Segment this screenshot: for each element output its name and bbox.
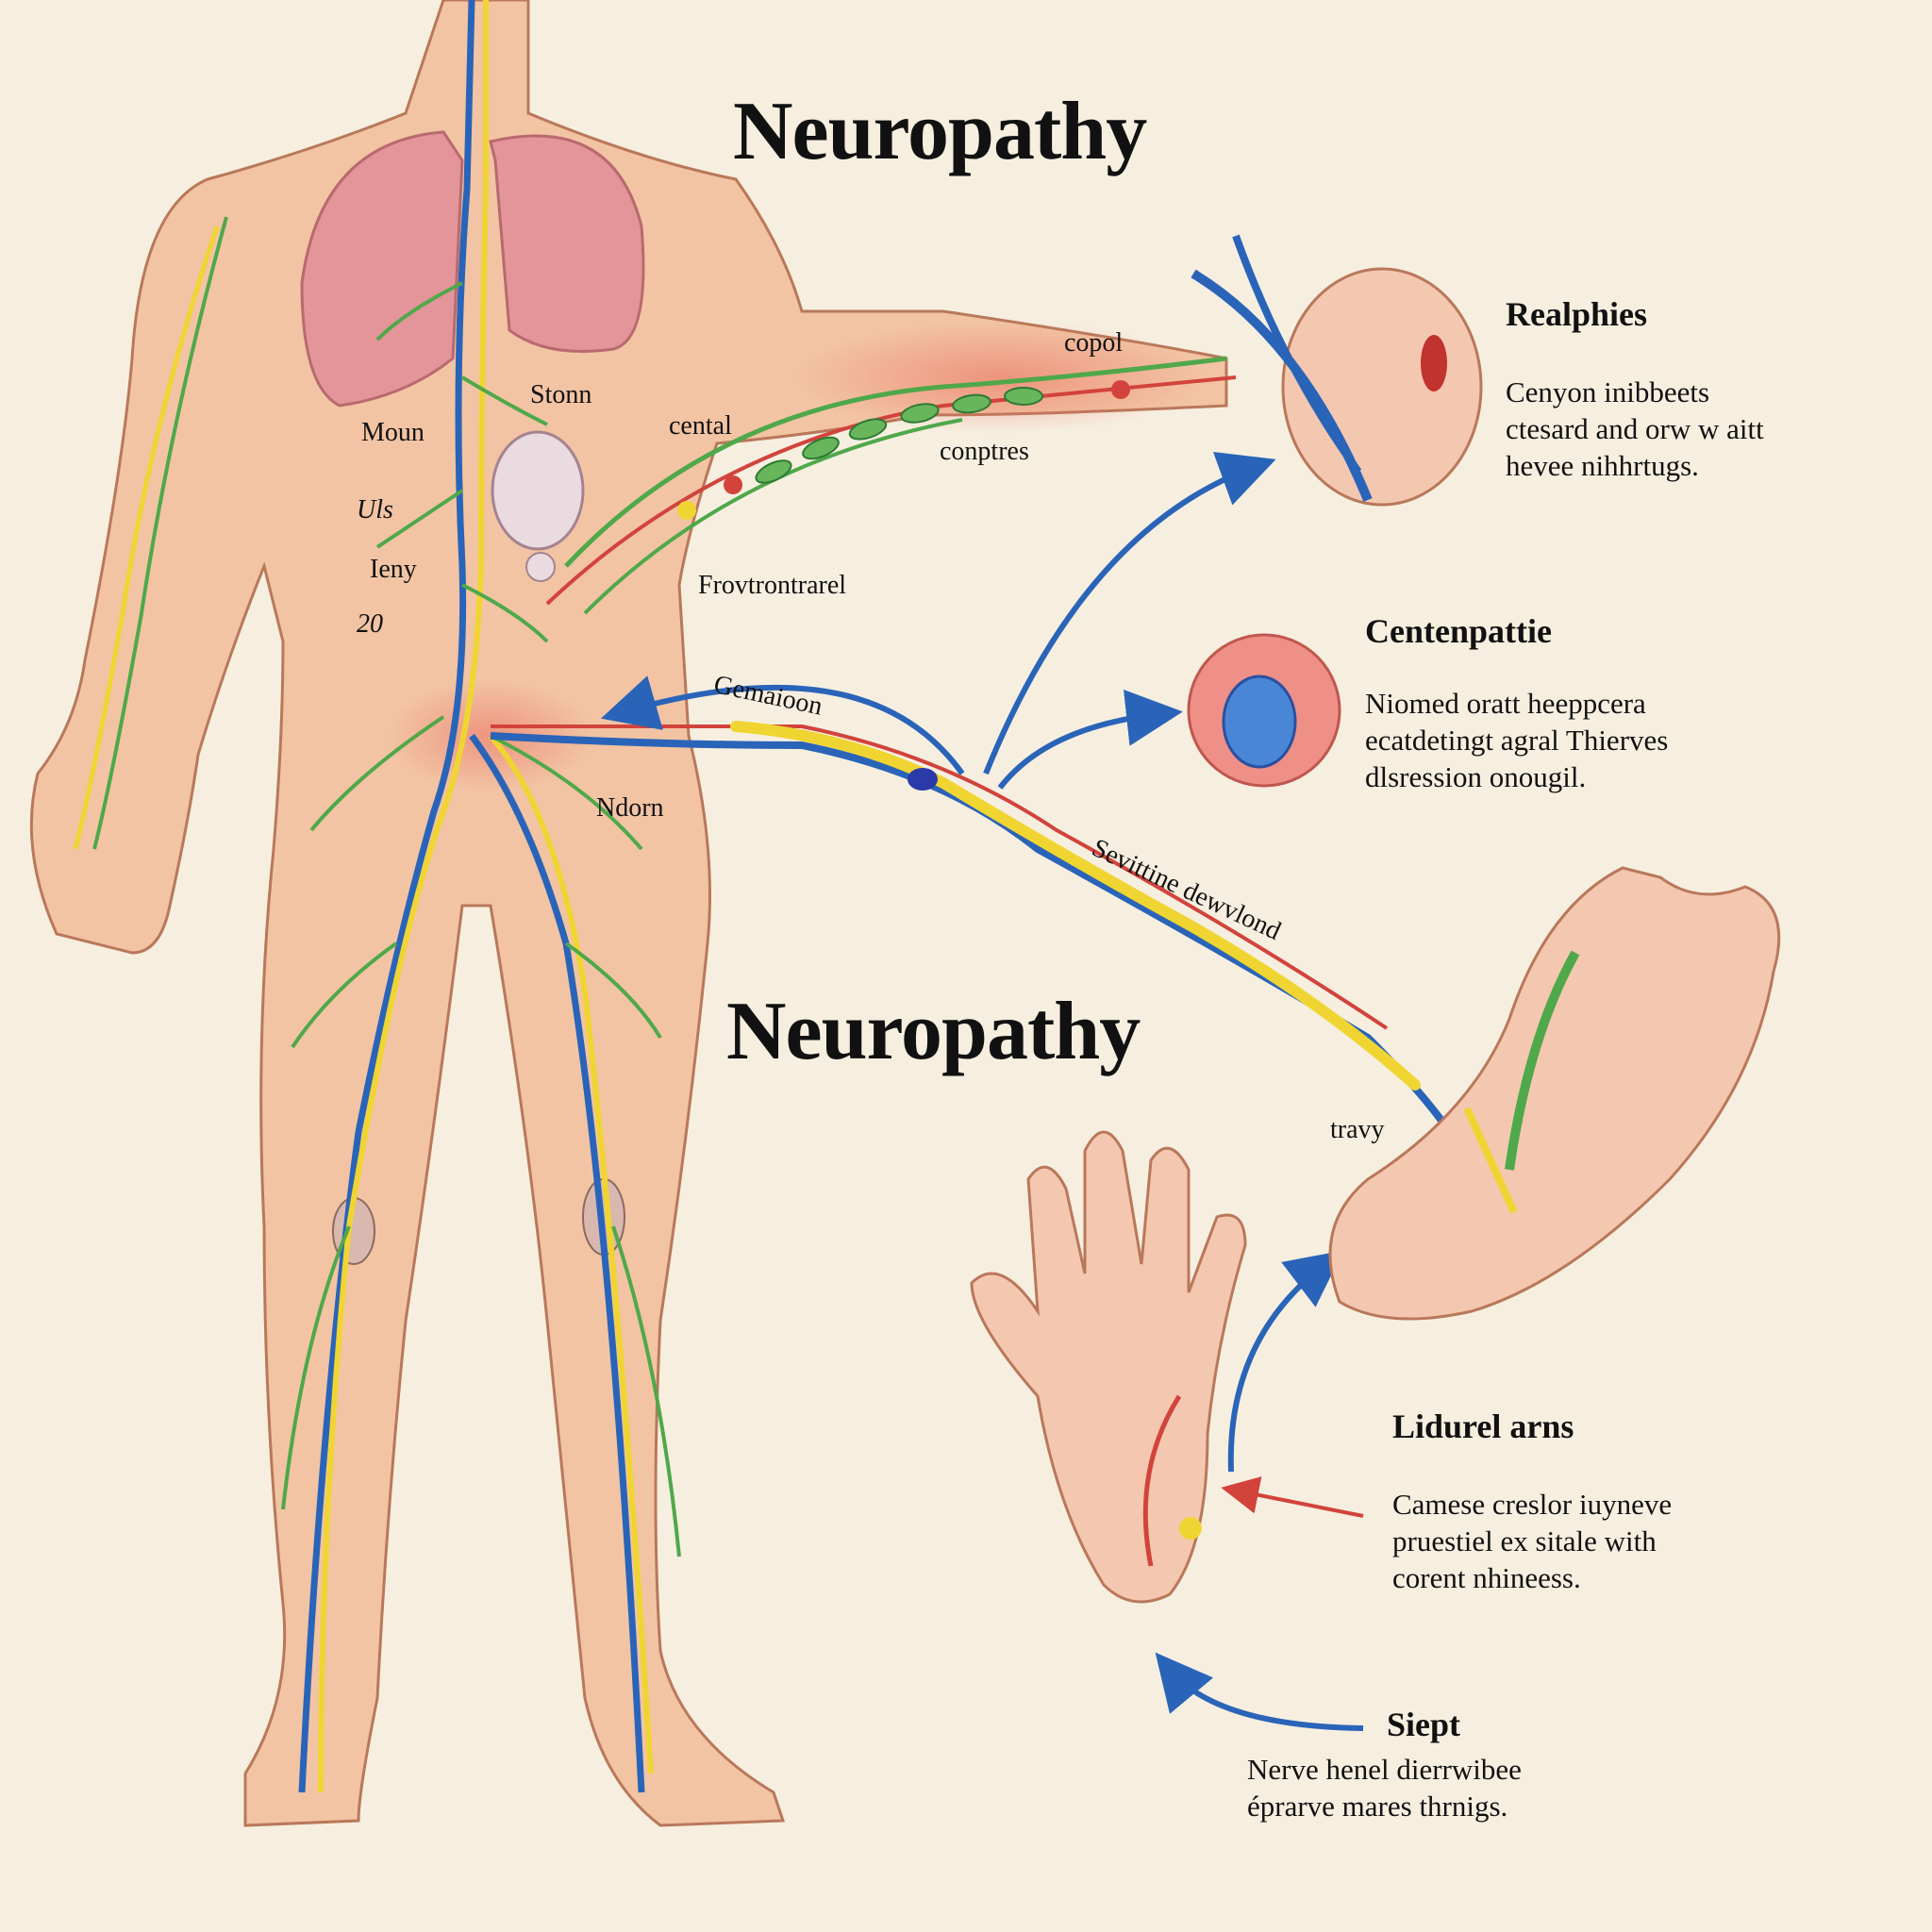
foot-illustration (1328, 866, 1781, 1321)
panel-line: hevee nihhrtugs. (1506, 449, 1699, 482)
panel-line: ecatdetingt agral Thierves (1365, 724, 1669, 757)
label-moun: Moun (361, 418, 425, 447)
panel-line: pruestiel ex sitale with (1392, 1524, 1657, 1557)
arrow-to-foot (1227, 1250, 1344, 1473)
label-uls: Uls (357, 495, 393, 525)
right-lung (489, 134, 645, 353)
panel-line: Niomed oratt heeppcera (1365, 687, 1646, 720)
label-ieny: Ieny (370, 555, 417, 584)
panel-heading-lidurel: Lidurel arns (1392, 1407, 1574, 1445)
left-lung (300, 130, 464, 408)
panel-line: corent nhineess. (1392, 1561, 1581, 1594)
panel-line: ctesard and orw w aitt (1506, 412, 1764, 445)
panel-body-siept: Nerve henel dierrwibee éprarve mares thr… (1247, 1751, 1522, 1824)
panel-heading-siept: Siept (1387, 1706, 1461, 1743)
hand-nerve-closeup (1281, 267, 1483, 507)
panel-line: dlsression onougil. (1365, 760, 1587, 793)
panel-heading-centenpattie: Centenpattie (1365, 612, 1552, 650)
title-top: Neuropathy (733, 86, 1147, 177)
label-conptres: conptres (940, 437, 1029, 466)
arm-nerve-bundle (564, 356, 1227, 568)
title-middle: Neuropathy (726, 986, 1141, 1077)
panel-line: éprarve mares thrnigs. (1247, 1790, 1508, 1823)
hand-illustration (970, 1130, 1247, 1604)
spinal-nerve-blue (298, 0, 475, 1793)
spinal-nerve-yellow (318, 0, 489, 1793)
label-20: 20 (357, 609, 383, 639)
label-ndorn: Ndorn (596, 793, 664, 823)
arrow-up-left (1155, 1652, 1364, 1731)
panel-body-centenpattie: Niomed oratt heeppcera ecatdetingt agral… (1365, 685, 1668, 795)
label-travy: travy (1330, 1115, 1385, 1144)
panel-body-realphies: Cenyon inibbeets ctesard and orw w aitt … (1506, 374, 1764, 484)
panel-line: Camese creslor iuyneve (1392, 1488, 1673, 1521)
arrow-red-left (1221, 1476, 1364, 1518)
stomach-organ (491, 430, 585, 551)
arrow-to-hand (983, 452, 1276, 775)
green-nerve-branches (281, 281, 681, 1557)
panel-body-lidurel: Camese creslor iuyneve pruestiel ex sita… (1392, 1486, 1672, 1596)
panel-heading-realphies: Realphies (1506, 295, 1648, 333)
label-frovtrontrarel: Frovtrontrarel (698, 571, 847, 600)
arrow-to-cell (997, 690, 1183, 790)
label-stonn: Stonn (530, 380, 592, 409)
panel-line: Cenyon inibbeets (1506, 375, 1710, 408)
label-cental: cental (669, 411, 732, 441)
arrow-to-hip (600, 675, 965, 775)
panel-line: Nerve henel dierrwibee (1247, 1753, 1522, 1786)
label-copol: copol (1064, 328, 1124, 358)
